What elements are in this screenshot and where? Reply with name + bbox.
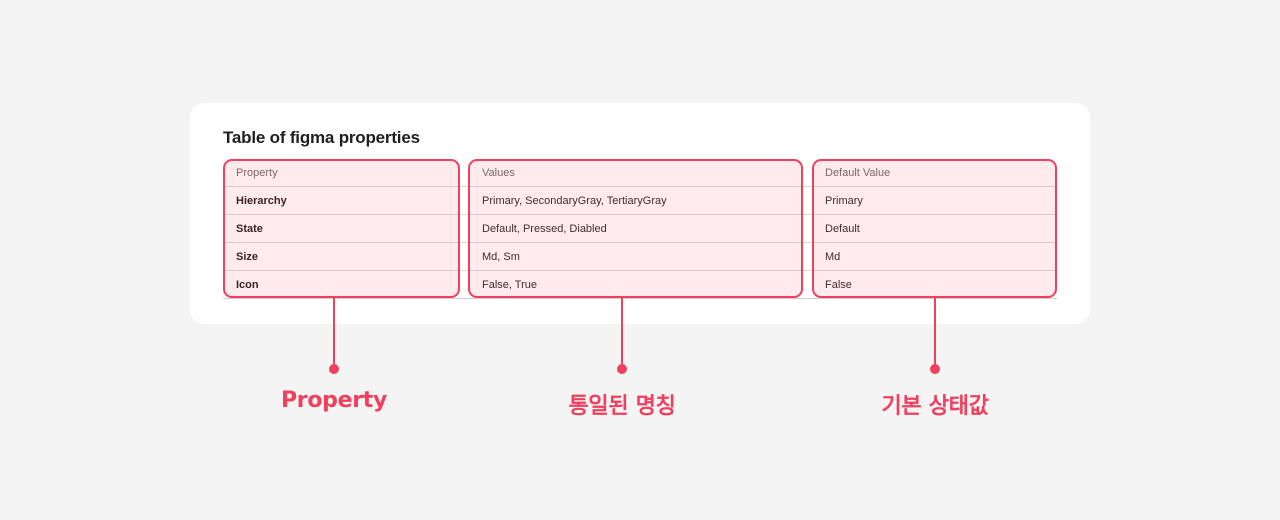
cell-default: Md: [825, 251, 841, 263]
cell-property: Hierarchy: [236, 195, 287, 207]
connector-dot-default: [930, 364, 940, 374]
annotation-property: Property: [280, 388, 388, 413]
table-row: Hierarchy Primary, SecondaryGray, Tertia…: [223, 187, 1057, 215]
header-property: Property: [236, 167, 278, 179]
annotation-default-state: 기본 상태값: [881, 394, 989, 419]
table-title: Table of figma properties: [223, 128, 420, 147]
connector-line-values: [621, 298, 623, 368]
table-card: [190, 103, 1090, 324]
annotation-unified-naming: 통일된 명칭: [568, 394, 676, 419]
connector-line-property: [333, 298, 335, 368]
cell-values: Primary, SecondaryGray, TertiaryGray: [482, 195, 667, 207]
cell-default: False: [825, 279, 852, 291]
cell-values: False, True: [482, 279, 538, 291]
cell-property: Icon: [236, 279, 259, 291]
properties-table: Property Values Default Value Hierarchy …: [223, 159, 1057, 299]
cell-values: Default, Pressed, Diabled: [482, 223, 607, 235]
connector-dot-property: [329, 364, 339, 374]
cell-default: Default: [825, 223, 860, 235]
cell-default: Primary: [825, 195, 863, 207]
connector-dot-values: [617, 364, 627, 374]
table-row: Size Md, Sm Md: [223, 243, 1057, 271]
cell-property: Size: [236, 251, 259, 263]
connector-line-default: [934, 298, 936, 368]
cell-values: Md, Sm: [482, 251, 520, 263]
table-row: Icon False, True False: [223, 271, 1057, 299]
cell-property: State: [236, 223, 263, 235]
table-row: State Default, Pressed, Diabled Default: [223, 215, 1057, 243]
header-default-value: Default Value: [825, 167, 891, 179]
header-values: Values: [482, 167, 515, 179]
table-header-row: Property Values Default Value: [223, 159, 1057, 187]
